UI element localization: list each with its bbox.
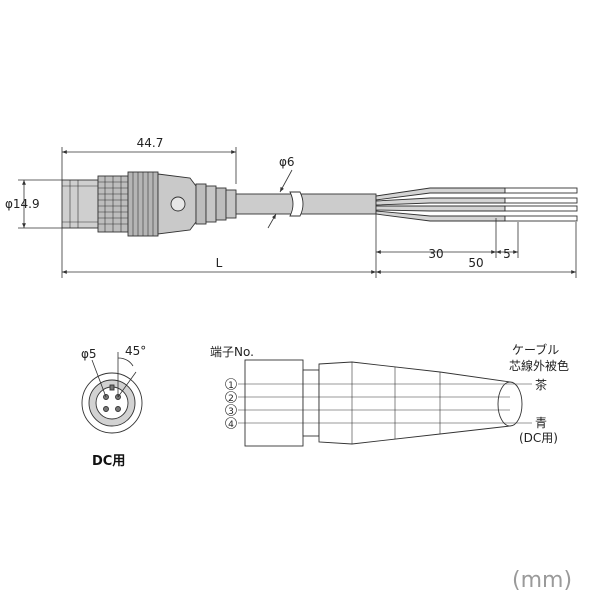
- svg-text:1: 1: [228, 381, 234, 391]
- svg-text:3: 3: [228, 407, 234, 417]
- color-brown-label: 茶: [535, 377, 547, 392]
- blue-note-label: (DC用): [519, 431, 558, 445]
- color-blue-label: 青: [535, 416, 547, 430]
- dim-30: 30: [428, 247, 443, 261]
- cable: [235, 193, 377, 215]
- terminal-lines: [238, 383, 510, 424]
- dim-L: L: [216, 256, 223, 270]
- diagram-plug: [244, 359, 304, 447]
- svg-text:4: 4: [228, 420, 234, 430]
- front-view-label: DC用: [92, 454, 125, 469]
- dim-5: 5: [503, 247, 511, 261]
- dim-pin-diameter: φ5: [81, 347, 97, 361]
- cable-color-title-2: 芯線外被色: [509, 358, 569, 373]
- front-view: φ5 45° DC用: [81, 344, 146, 469]
- terminal-1: 1: [225, 378, 237, 391]
- body-hole: [170, 196, 186, 212]
- dim-50: 50: [468, 256, 483, 270]
- dim-cable-diameter: φ6: [279, 155, 295, 169]
- diagram-cable-end: [497, 381, 523, 427]
- dim-pin-angle: 45°: [125, 344, 146, 358]
- plug-front: [61, 179, 99, 229]
- diagram-body: [318, 361, 511, 445]
- dim-body-diameter: φ14.9: [5, 197, 40, 211]
- cable-color-title-1: ケーブル: [512, 342, 559, 357]
- terminal-no-label: 端子No.: [210, 345, 254, 359]
- units-label: (mm): [512, 568, 572, 593]
- wiring-diagram: 端子No. 1 2 3 4: [210, 342, 569, 447]
- terminal-2: 2: [225, 391, 237, 404]
- svg-text:2: 2: [228, 394, 234, 404]
- wires: [375, 187, 578, 222]
- terminal-3: 3: [225, 404, 237, 417]
- side-view: 44.7 φ14.9 φ6 30 5 L 50: [5, 136, 578, 278]
- terminal-4: 4: [225, 417, 237, 430]
- dim-overall-length: 44.7: [137, 136, 164, 150]
